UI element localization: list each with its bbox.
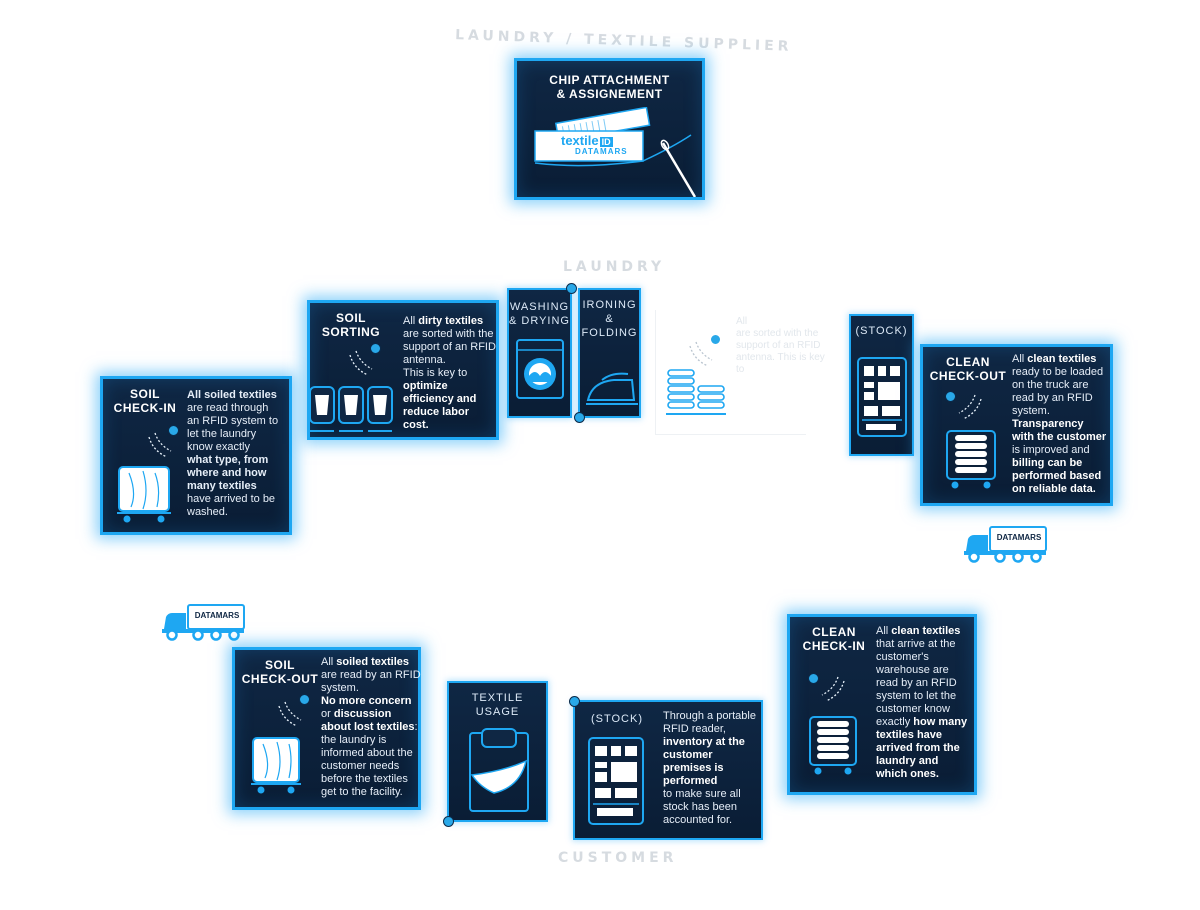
truck-icon bbox=[964, 526, 1047, 563]
faded-description: All are sorted with the support of an RF… bbox=[736, 316, 825, 375]
washing-machine-icon bbox=[516, 339, 564, 399]
folded-textiles-icon bbox=[666, 369, 726, 415]
description-line: washed. bbox=[187, 506, 228, 518]
description-line: are read through bbox=[187, 402, 269, 414]
bed-linen-icon bbox=[469, 728, 529, 812]
description-line: know exactly bbox=[187, 441, 250, 453]
soil-checkin-title: SOIL CHECK-IN bbox=[113, 387, 177, 415]
clean-checkout-description: All clean textiles ready to be loaded on… bbox=[1012, 353, 1107, 495]
laundry-cart-icon bbox=[117, 466, 171, 523]
textile-tag-needle-icon bbox=[534, 107, 697, 197]
rfid-signal-icon bbox=[689, 341, 713, 367]
description-line: let the laundry bbox=[187, 428, 257, 440]
section-label-laundry: LAUNDRY bbox=[563, 259, 666, 275]
section-label-supplier: LAUNDRY / TEXTILE SUPPLIER bbox=[454, 27, 793, 55]
soil-sorting-title: SOIL SORTING bbox=[321, 311, 381, 339]
rfid-signal-icon bbox=[821, 676, 845, 702]
washing-drying-title: WASHING & DRYING bbox=[509, 301, 570, 327]
clean-checkin-title: CLEAN CHECK-IN bbox=[802, 625, 866, 653]
rfid-dot bbox=[168, 425, 179, 436]
stock-top-label: (STOCK) bbox=[855, 325, 908, 337]
connector-dot bbox=[569, 696, 580, 707]
delivery-truck-right: DATAMARS bbox=[962, 525, 1048, 563]
connector-dot bbox=[574, 412, 585, 423]
stock-bottom-box: (STOCK) Through a portable RFID reader, … bbox=[573, 700, 763, 840]
description-line: where and how bbox=[187, 467, 267, 479]
sorting-bins-icon bbox=[309, 386, 393, 432]
chip-attachment-title: CHIP ATTACHMENT & ASSIGNEMENT bbox=[549, 73, 670, 101]
description-line: All soiled textiles bbox=[187, 389, 277, 401]
soil-sorting-box: SOIL SORTING All dirty textiles are sort… bbox=[307, 300, 499, 440]
clean-checkout-box: CLEAN CHECK-OUT All clean textiles ready… bbox=[920, 344, 1113, 506]
clean-cart-icon bbox=[809, 716, 857, 775]
truck-label: DATAMARS bbox=[194, 611, 240, 620]
description-line: an RFID system to bbox=[187, 415, 279, 427]
iron-icon bbox=[586, 372, 638, 405]
rfid-signal-icon bbox=[349, 350, 373, 376]
soil-checkout-box: SOIL CHECK-OUT All soiled textiles are r… bbox=[232, 647, 421, 810]
rfid-dot bbox=[710, 334, 721, 345]
soil-checkout-title: SOIL CHECK-OUT bbox=[241, 658, 319, 686]
rfid-signal-icon bbox=[148, 432, 172, 458]
clean-checkin-box: CLEAN CHECK-IN All clean textiles that a… bbox=[787, 614, 977, 795]
delivery-truck-left: DATAMARS bbox=[160, 603, 246, 641]
soil-checkout-description: All soiled textiles are read by an RFID … bbox=[321, 656, 421, 798]
tag-company: DATAMARS bbox=[575, 147, 628, 156]
clean-checkout-title: CLEAN CHECK-OUT bbox=[929, 355, 1007, 383]
connector-dot bbox=[566, 283, 577, 294]
soil-sorting-description: All dirty textiles are sorted with the s… bbox=[403, 315, 496, 431]
rfid-dot bbox=[299, 694, 310, 705]
laundry-cart-icon bbox=[251, 737, 301, 794]
stock-bottom-label: (STOCK) bbox=[590, 713, 644, 725]
rfid-dot bbox=[370, 343, 381, 354]
truck-label: DATAMARS bbox=[996, 533, 1042, 542]
clean-cart-icon bbox=[946, 430, 996, 489]
textile-usage-title: TEXTILE USAGE bbox=[471, 692, 524, 718]
rfid-signal-icon bbox=[278, 701, 302, 727]
ironing-folding-box: IRONING & FOLDING bbox=[578, 288, 641, 418]
folded-stack-panel: All are sorted with the support of an RF… bbox=[655, 310, 825, 435]
rfid-dot bbox=[808, 673, 819, 684]
rfid-signal-icon bbox=[958, 394, 982, 420]
stock-bottom-description: Through a portable RFID reader, inventor… bbox=[663, 710, 756, 826]
stock-top-box: (STOCK) bbox=[849, 314, 914, 456]
truck-icon bbox=[162, 604, 245, 641]
stock-shelf-icon bbox=[857, 357, 907, 437]
washing-drying-box: WASHING & DRYING bbox=[507, 288, 572, 418]
clean-checkin-description: All clean textiles that arrive at the cu… bbox=[876, 625, 968, 780]
section-label-customer: CUSTOMER bbox=[558, 850, 678, 866]
description-line: have arrived to be bbox=[187, 493, 276, 505]
connector-dot bbox=[443, 816, 454, 827]
description-line: what type, from bbox=[187, 454, 269, 466]
rfid-dot bbox=[945, 391, 956, 402]
ironing-folding-title: IRONING & FOLDING bbox=[581, 299, 638, 339]
stock-shelf-icon bbox=[588, 737, 644, 825]
textile-usage-box: TEXTILE USAGE bbox=[447, 681, 548, 822]
description-line: many textiles bbox=[187, 480, 257, 492]
